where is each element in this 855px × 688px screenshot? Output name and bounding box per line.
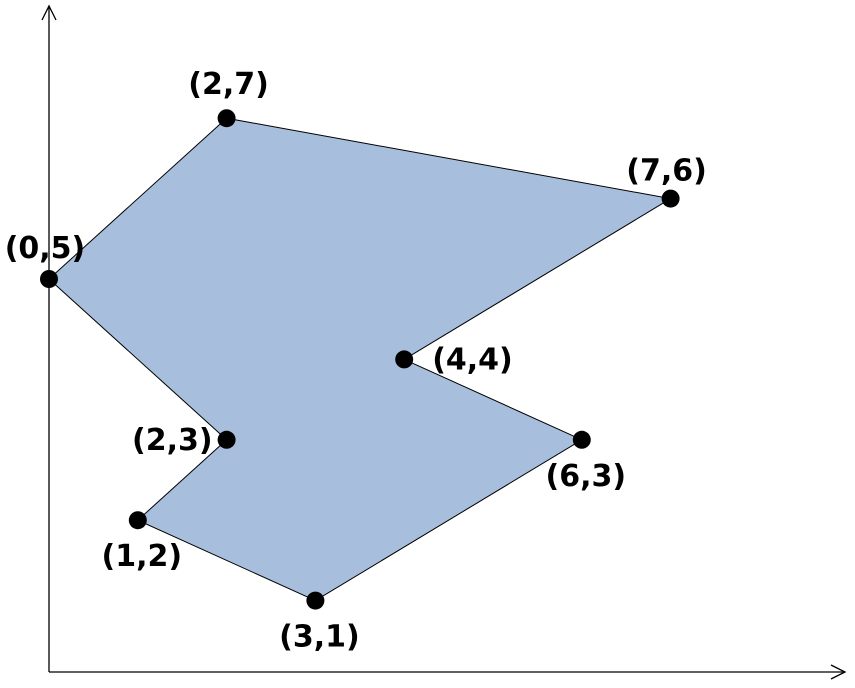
vertex-label: (4,4) xyxy=(432,342,513,377)
vertex-point xyxy=(217,430,236,449)
vertex-point xyxy=(661,189,680,208)
y-axis xyxy=(41,4,57,672)
x-axis xyxy=(49,664,847,680)
vertex-point xyxy=(395,350,414,369)
vertex-label: (0,5) xyxy=(5,231,86,266)
vertex-label: (2,3) xyxy=(132,423,213,458)
vertex-markers xyxy=(40,109,680,610)
polygon-shape xyxy=(48,117,672,602)
vertex-label: (1,2) xyxy=(102,539,183,574)
vertex-label: (3,1) xyxy=(279,620,360,655)
vertex-label: (7,6) xyxy=(626,154,707,189)
y-axis-arrow-icon xyxy=(41,4,57,21)
vertex-point xyxy=(306,591,325,610)
vertex-point xyxy=(217,109,236,128)
vertex-labels: (0,5) (2,7) (7,6) (4,4) (6,3) (3,1) (1,2) (2,3) xyxy=(5,67,707,654)
vertex-point xyxy=(128,511,147,530)
vertex-point xyxy=(572,430,591,449)
vertex-point xyxy=(40,270,58,288)
vertex-label: (2,7) xyxy=(188,67,269,102)
vertex-label: (6,3) xyxy=(546,459,627,494)
x-axis-arrow-icon xyxy=(830,664,847,680)
